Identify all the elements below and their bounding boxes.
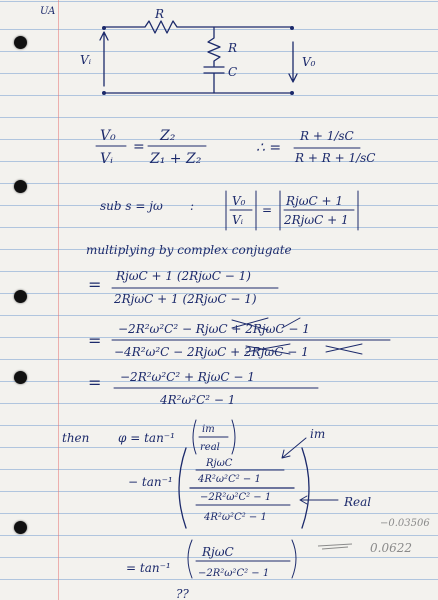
svg-text:− tan⁻¹: − tan⁻¹ — [128, 475, 173, 489]
binder-hole — [14, 36, 27, 49]
binder-hole — [14, 371, 27, 384]
equation-final: = tan⁻¹ RjωC −2R²ω²C² − 1 −0.03506 0.062… — [126, 518, 430, 600]
resistor-top-label: R — [154, 7, 164, 21]
svg-text:Real: Real — [343, 495, 371, 509]
svg-text:Vᵢ: Vᵢ — [100, 151, 113, 167]
svg-text:=: = — [88, 373, 101, 392]
page-mark: UA — [40, 6, 55, 17]
svg-text:=: = — [262, 203, 272, 217]
equation-expanded: = −2R²ω²C² − RjωC + 2RjωC − 1 −4R²ω²C − … — [88, 317, 391, 359]
svg-text:=: = — [88, 331, 101, 350]
svg-text:RjωC + 1: RjωC + 1 — [285, 194, 343, 208]
svg-text:2RjωC + 1 (2RjωC − 1): 2RjωC + 1 (2RjωC − 1) — [113, 292, 257, 306]
svg-text:−0.03506: −0.03506 — [380, 518, 430, 529]
svg-text:−2R²ω²C² + RjωC − 1: −2R²ω²C² + RjωC − 1 — [120, 370, 255, 384]
svg-text:RjωC + 1 (2RjωC − 1): RjωC + 1 (2RjωC − 1) — [115, 269, 251, 283]
svg-text:4R²ω²C² − 1: 4R²ω²C² − 1 — [203, 512, 267, 523]
svg-text:??: ?? — [176, 587, 189, 600]
svg-text:2RjωC + 1: 2RjωC + 1 — [283, 213, 349, 227]
svg-text:=: = — [133, 139, 145, 155]
equation-substitution: sub s = jω : V₀ Vᵢ = RjωC + 1 2RjωC + 1 — [100, 190, 359, 231]
svg-text:0.0622: 0.0622 — [370, 541, 412, 555]
svg-text:4R²ω²C² − 1: 4R²ω²C² − 1 — [197, 474, 261, 485]
svg-text::: : — [190, 199, 194, 213]
svg-text:then: then — [62, 431, 89, 445]
svg-text:sub s = jω: sub s = jω — [100, 199, 163, 213]
circuit-diagram: R R C Vᵢ V₀ — [80, 7, 316, 95]
svg-text:V₀: V₀ — [232, 194, 246, 208]
svg-text:4R²ω²C² − 1: 4R²ω²C² − 1 — [159, 393, 235, 407]
svg-text:Vᵢ: Vᵢ — [232, 213, 244, 227]
resistor-shunt-label: R — [227, 41, 237, 55]
svg-text:−2R²ω²C² − RjωC + 2RjωC − 1: −2R²ω²C² − RjωC + 2RjωC − 1 — [118, 322, 310, 336]
margin-line — [58, 0, 59, 600]
svg-text:R + R + 1/sC: R + R + 1/sC — [294, 151, 375, 165]
equation-conjugate-multiply: = RjωC + 1 (2RjωC − 1) 2RjωC + 1 (2RjωC … — [88, 269, 279, 306]
svg-text:= tan⁻¹: = tan⁻¹ — [126, 561, 171, 575]
equation-simplified: = −2R²ω²C² + RjωC − 1 4R²ω²C² − 1 — [88, 370, 319, 407]
svg-text:real: real — [200, 442, 220, 453]
svg-text:φ = tan⁻¹: φ = tan⁻¹ — [118, 431, 175, 445]
note-complex-conjugate: multiplying by complex conjugate — [86, 243, 292, 257]
vout-label: V₀ — [302, 55, 316, 69]
capacitor-label: C — [228, 65, 237, 79]
vin-label: Vᵢ — [80, 53, 92, 67]
svg-text:V₀: V₀ — [100, 128, 116, 144]
svg-text:im: im — [202, 424, 215, 435]
svg-text:=: = — [88, 275, 101, 294]
equation-phase-angle: then φ = tan⁻¹ im real im Real − tan⁻¹ R… — [62, 419, 371, 529]
svg-text:Z₂: Z₂ — [159, 128, 176, 144]
binder-hole — [14, 521, 27, 534]
binder-hole — [14, 290, 27, 303]
equation-transfer-function: V₀ Vᵢ = Z₂ Z₁ + Z₂ ∴ = R + 1/sC R + R + … — [95, 128, 375, 167]
binder-hole — [14, 180, 27, 193]
svg-text:RjωC: RjωC — [205, 458, 233, 469]
svg-text:RjωC: RjωC — [201, 545, 234, 559]
svg-text:im: im — [310, 427, 325, 441]
svg-text:−2R²ω²C² − 1: −2R²ω²C² − 1 — [198, 568, 269, 579]
svg-text:−2R²ω²C² − 1: −2R²ω²C² − 1 — [200, 492, 271, 503]
svg-text:Z₁ + Z₂: Z₁ + Z₂ — [149, 151, 202, 167]
svg-text:R + 1/sC: R + 1/sC — [299, 129, 354, 143]
svg-text:∴ =: ∴ = — [256, 140, 281, 156]
